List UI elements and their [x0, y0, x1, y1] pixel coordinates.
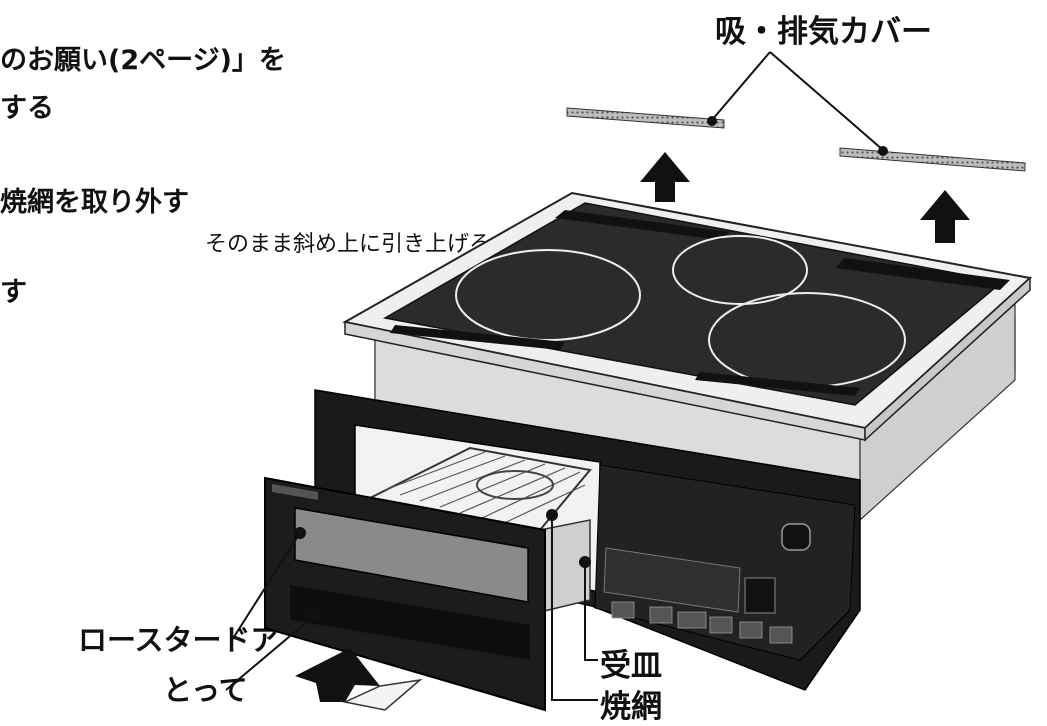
pull-arrow-icon [295, 648, 423, 711]
vent-cover-right [839, 147, 1026, 172]
label-handle: とって [163, 673, 248, 707]
label-vent-cover: 吸・排気カバー [715, 14, 932, 50]
up-arrow-icon [920, 190, 970, 243]
step-detail: そのまま斜め上に引き上げる。 [205, 232, 514, 257]
cooktop-top [342, 191, 1033, 442]
vent-cover-left [566, 107, 725, 129]
label-drip-tray: 受皿 [600, 648, 662, 684]
instruction-line-1: のお願い(2ページ)」を [0, 45, 286, 76]
step-fragment: す [0, 277, 27, 308]
grill-net [366, 446, 592, 532]
step-heading: 焼網を取り外す [0, 187, 189, 218]
vent-callout-lines [707, 51, 888, 156]
roaster-door [264, 476, 546, 712]
label-roaster-door: ロースタードア [78, 623, 280, 657]
instruction-line-2: する [0, 93, 54, 124]
up-arrow-icon [640, 152, 690, 202]
lower-callout-lines [225, 509, 598, 701]
